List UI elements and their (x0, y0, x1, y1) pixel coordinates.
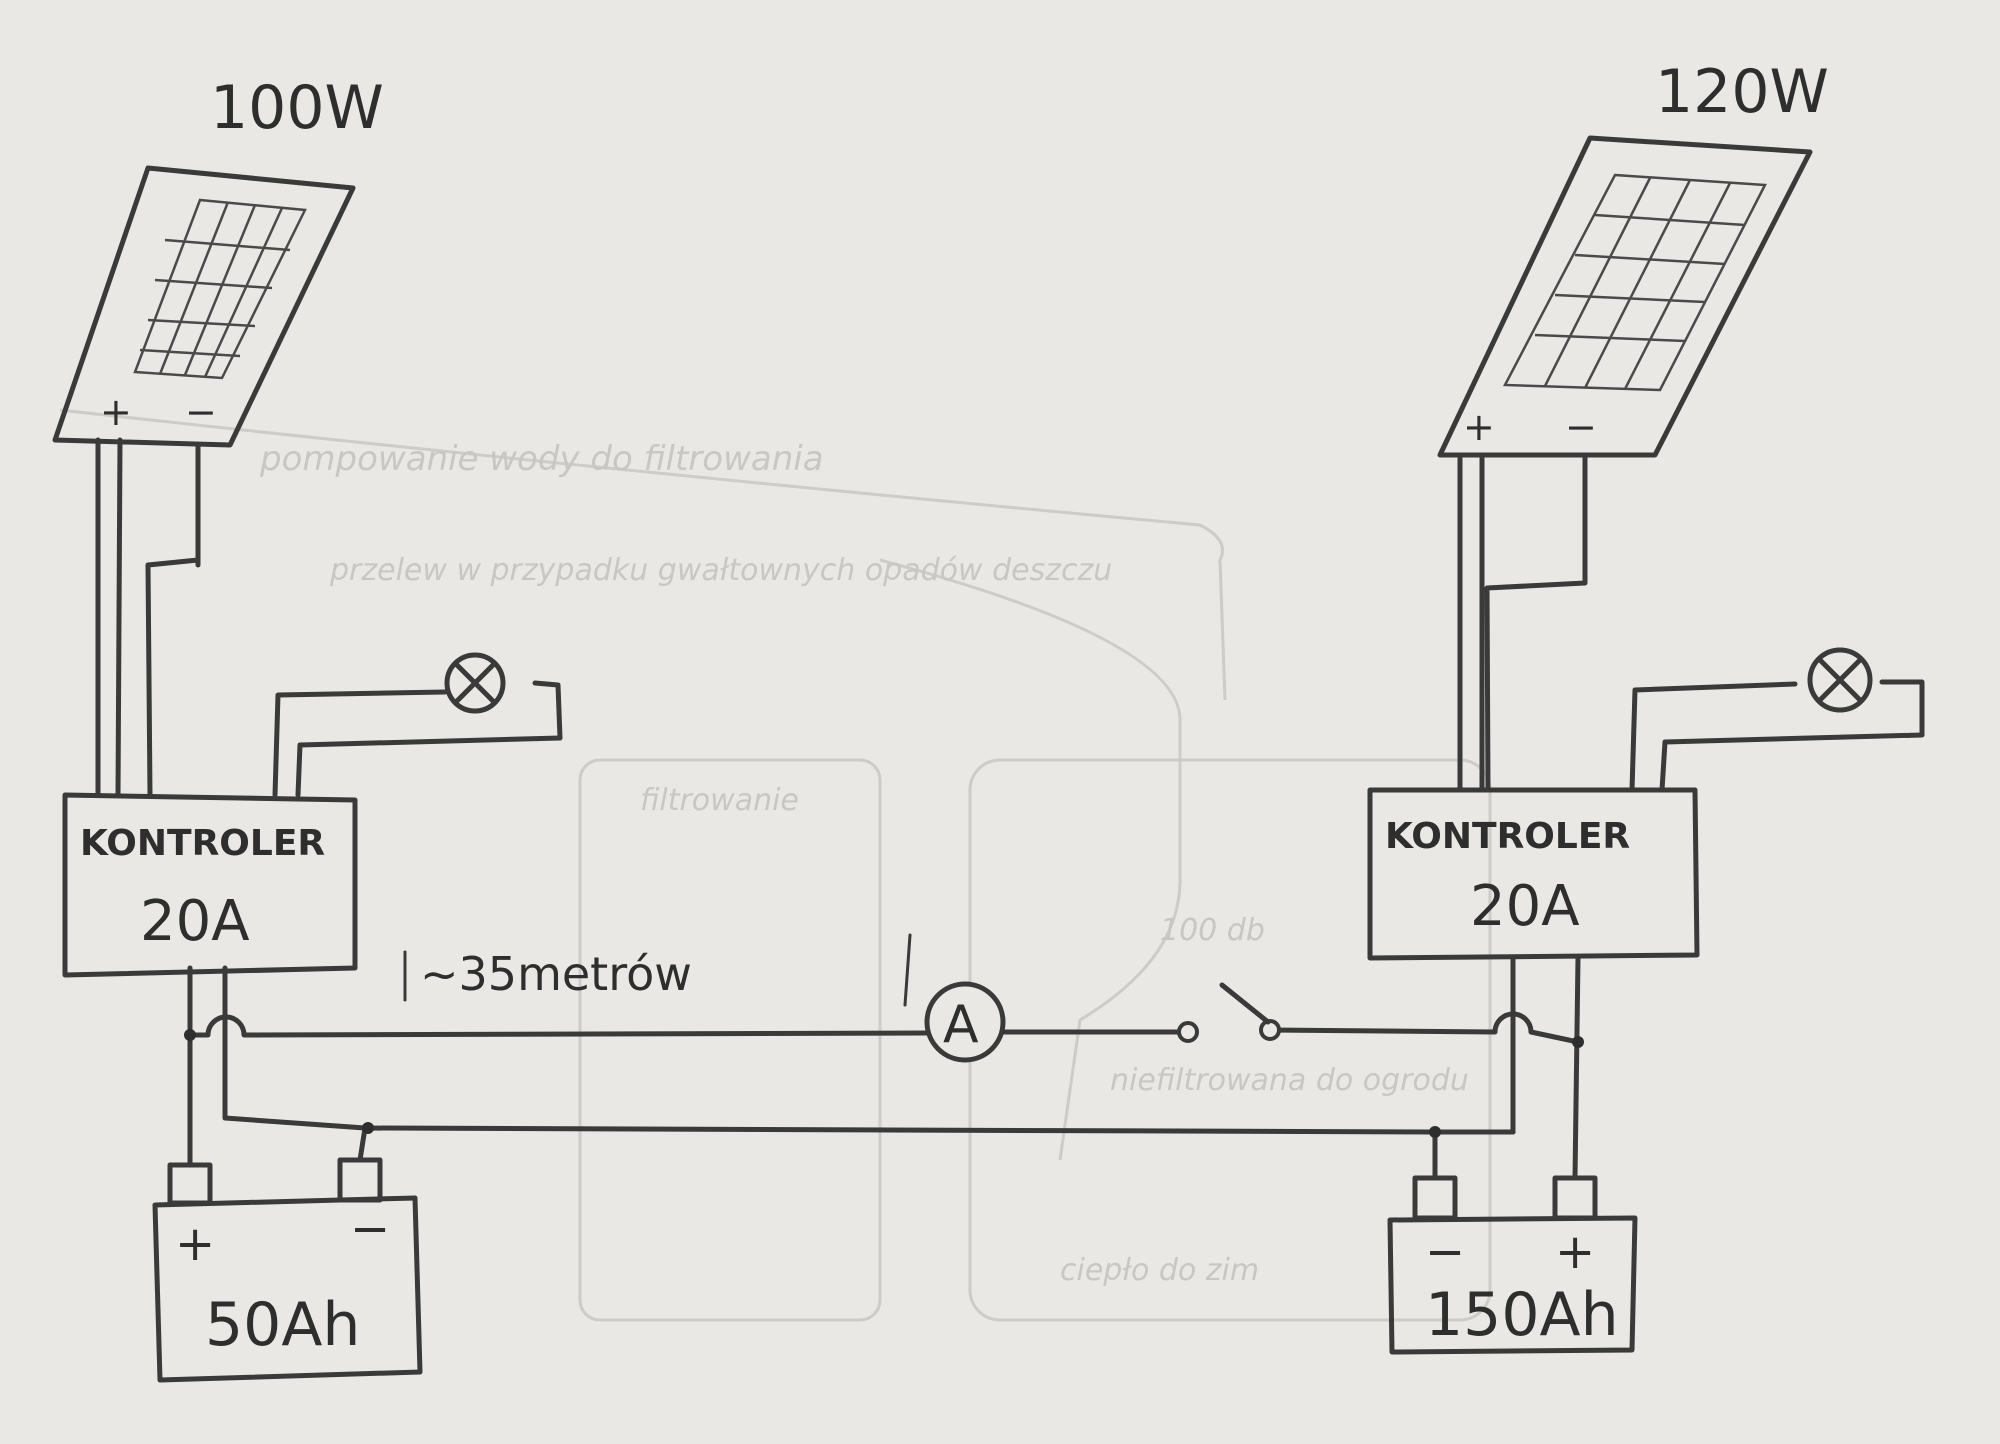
switch-icon (1177, 982, 1281, 1043)
right-lamp-icon (1807, 647, 1873, 713)
left-solar-panel-icon: + − (52, 165, 356, 448)
left-controller: KONTROLER 20A (62, 792, 358, 978)
right-battery-plus: + (1555, 1224, 1595, 1280)
ghost-text-0: pompowanie wody do filtrowania (259, 439, 824, 479)
ghost-text-4: niefiltrowana do ogrodu (1110, 1063, 1469, 1098)
left-system: + − 100W KONTROLER 20A + − (52, 73, 563, 1383)
interconnect: ~35metrów A (184, 933, 1584, 1181)
distance-label: ~35metrów (420, 947, 692, 1001)
right-controller-label: KONTROLER (1385, 816, 1630, 857)
ghost-text-5: ciepło do zim (1060, 1253, 1259, 1288)
left-controller-rating: 20A (140, 889, 250, 954)
ghost-text-1: przelew w przypadku gwałtownych opadów d… (329, 553, 1112, 588)
background-traces: pompowanie wody do filtrowania przelew w… (59, 408, 1492, 1322)
right-solar-panel-icon: + − (1437, 135, 1813, 458)
left-controller-label: KONTROLER (80, 823, 325, 864)
right-panel-minus: − (1565, 405, 1597, 449)
right-system: + − 120W KONTROLER 20A − + 150Ah (1367, 57, 1925, 1355)
ammeter-label: A (943, 995, 979, 1055)
right-battery-capacity: 150Ah (1425, 1280, 1619, 1350)
left-panel-power: 100W (210, 73, 384, 143)
right-battery-minus: − (1425, 1224, 1465, 1280)
left-panel-plus: + (100, 390, 132, 434)
ghost-text-3: 100 db (1160, 913, 1265, 948)
right-controller-rating: 20A (1470, 874, 1580, 939)
right-controller: KONTROLER 20A (1367, 787, 1700, 961)
ammeter-icon: A (924, 981, 1006, 1063)
left-battery-plus: + (175, 1216, 215, 1272)
left-battery-icon: + − 50Ah (152, 1157, 423, 1383)
left-battery-minus: − (350, 1201, 390, 1257)
right-panel-plus: + (1463, 405, 1495, 449)
left-battery-capacity: 50Ah (205, 1290, 360, 1360)
right-panel-power: 120W (1655, 57, 1829, 127)
right-battery-icon: − + 150Ah (1387, 1175, 1638, 1355)
left-lamp-icon (444, 652, 506, 714)
ghost-text-2: filtrowanie (640, 783, 799, 818)
left-panel-minus: − (185, 390, 217, 434)
